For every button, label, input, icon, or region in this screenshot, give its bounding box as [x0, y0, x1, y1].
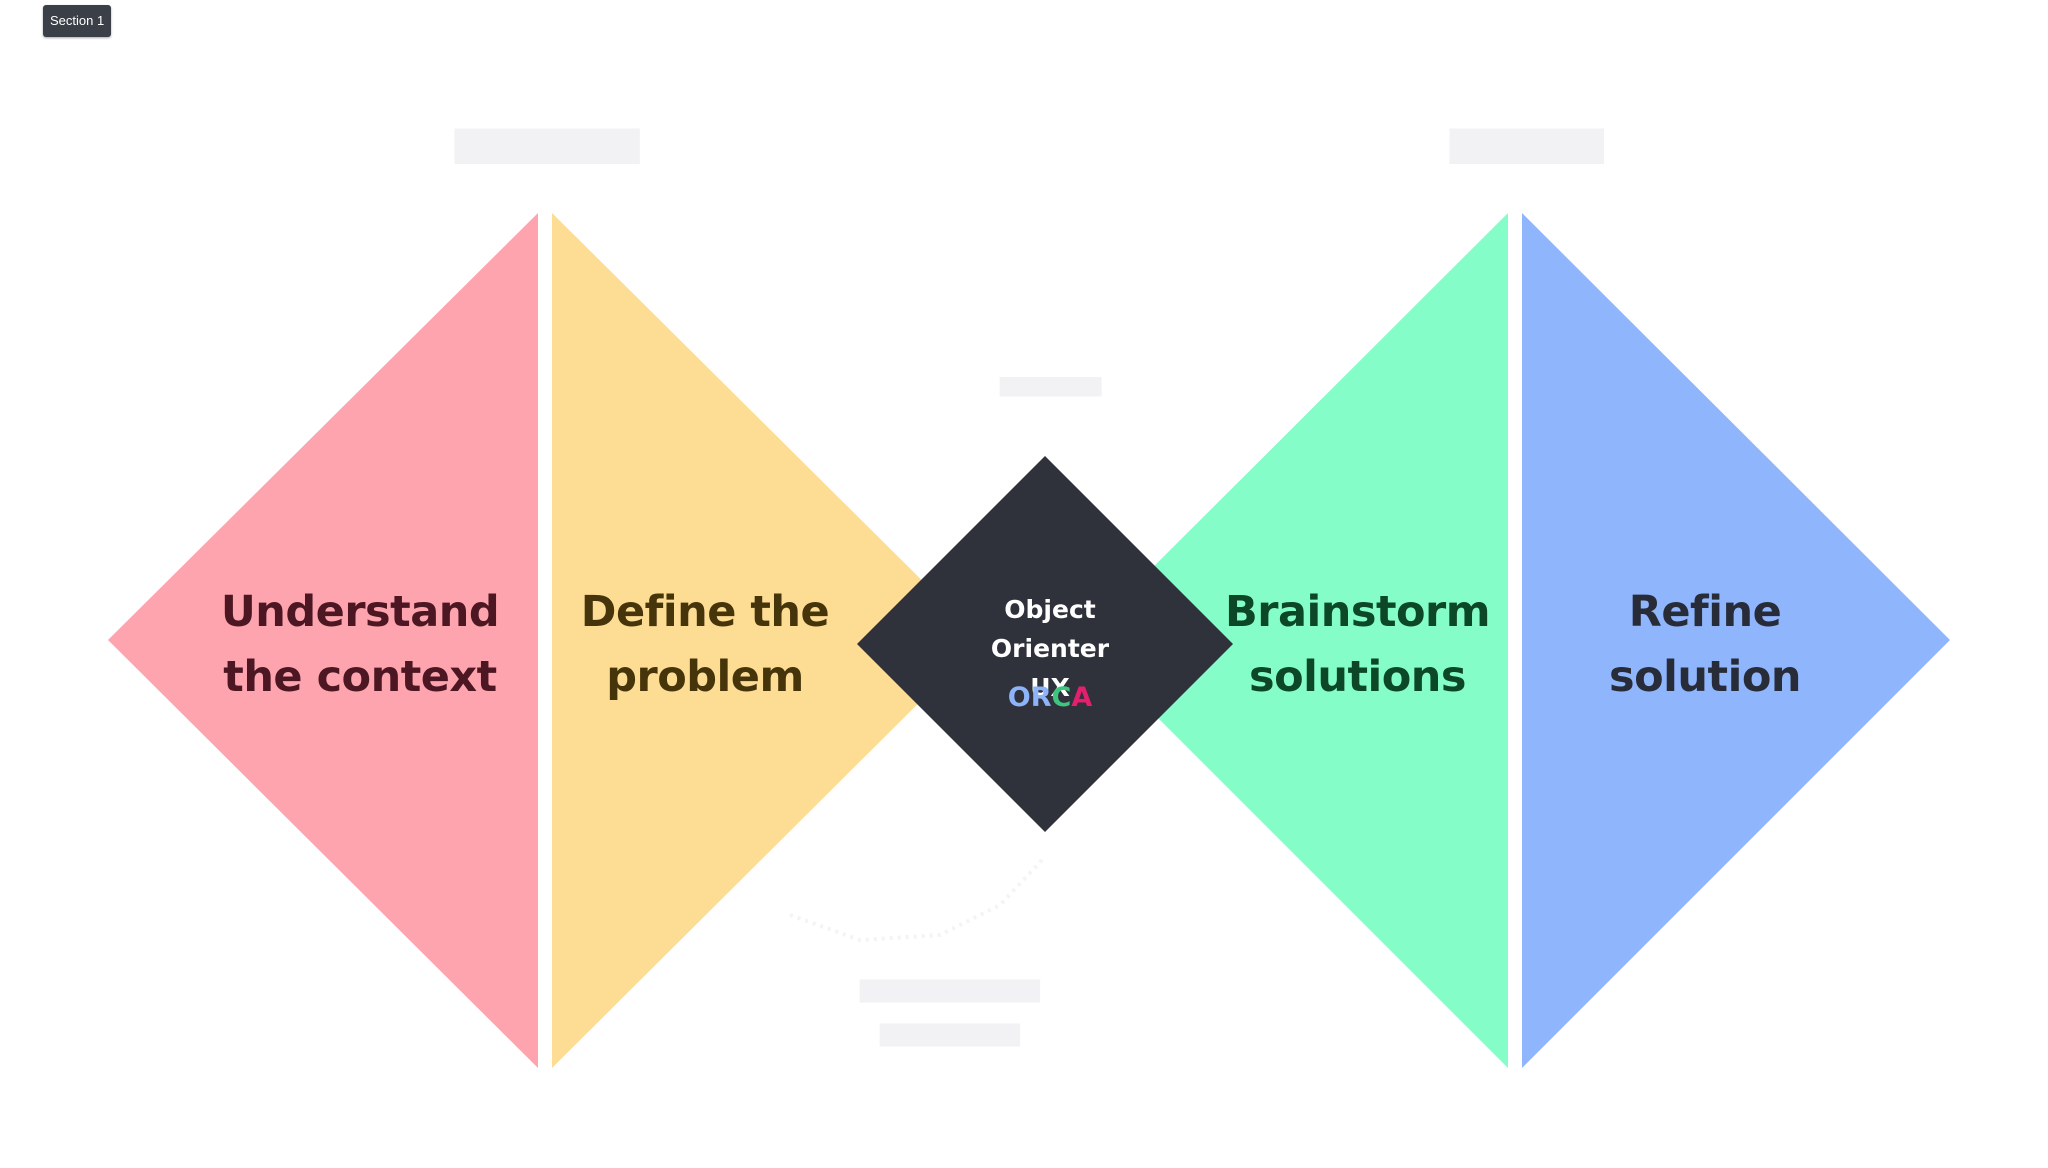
orca-letter-o: O: [1007, 682, 1031, 713]
center-title: Object Orienter UX: [945, 590, 1155, 707]
phase-triangle-understand[interactable]: [108, 213, 538, 1068]
orca-letter-r: R: [1030, 682, 1052, 713]
phase-triangle-brainstorm[interactable]: [1080, 213, 1508, 1068]
faded-heading-left: ▆▆▆▆▆▆: [455, 118, 640, 164]
center-diamond[interactable]: [857, 456, 1233, 832]
phase-label-line: solutions: [1248, 652, 1467, 702]
phase-label-define: Define the problem: [550, 580, 860, 710]
phase-label-line: Understand: [220, 587, 500, 637]
center-title-line: UX: [1030, 673, 1070, 702]
phase-label-line: the context: [223, 652, 497, 702]
phase-triangle-define[interactable]: [552, 213, 982, 1068]
phase-label-refine: Refine solution: [1565, 580, 1845, 710]
orca-letter-c: C: [1051, 682, 1072, 713]
phase-label-line: Refine: [1628, 587, 1782, 637]
section-badge[interactable]: Section 1: [43, 5, 112, 37]
center-title-line: Object Orienter: [990, 595, 1110, 663]
phase-triangle-refine[interactable]: [1522, 213, 1950, 1068]
phase-label-line: Brainstorm: [1225, 587, 1491, 637]
orca-letter-a: A: [1071, 682, 1093, 713]
phase-label-understand: Understand the context: [190, 580, 530, 710]
phase-label-brainstorm: Brainstorm solutions: [1225, 580, 1491, 710]
faded-connector-line: [789, 858, 1044, 943]
faded-caption: ▆▆▆▆▆▆: [1000, 372, 1102, 397]
phase-label-line: Define the: [580, 587, 830, 637]
phase-label-line: problem: [606, 652, 804, 702]
phase-label-line: solution: [1609, 652, 1801, 702]
faded-note: ▆▆▆▆▆▆▆▆▆ ▆▆▆▆▆▆▆: [860, 973, 1040, 1047]
orca-logo: ORCA: [950, 682, 1150, 713]
faded-heading-right: ▆▆▆▆▆: [1450, 118, 1604, 164]
